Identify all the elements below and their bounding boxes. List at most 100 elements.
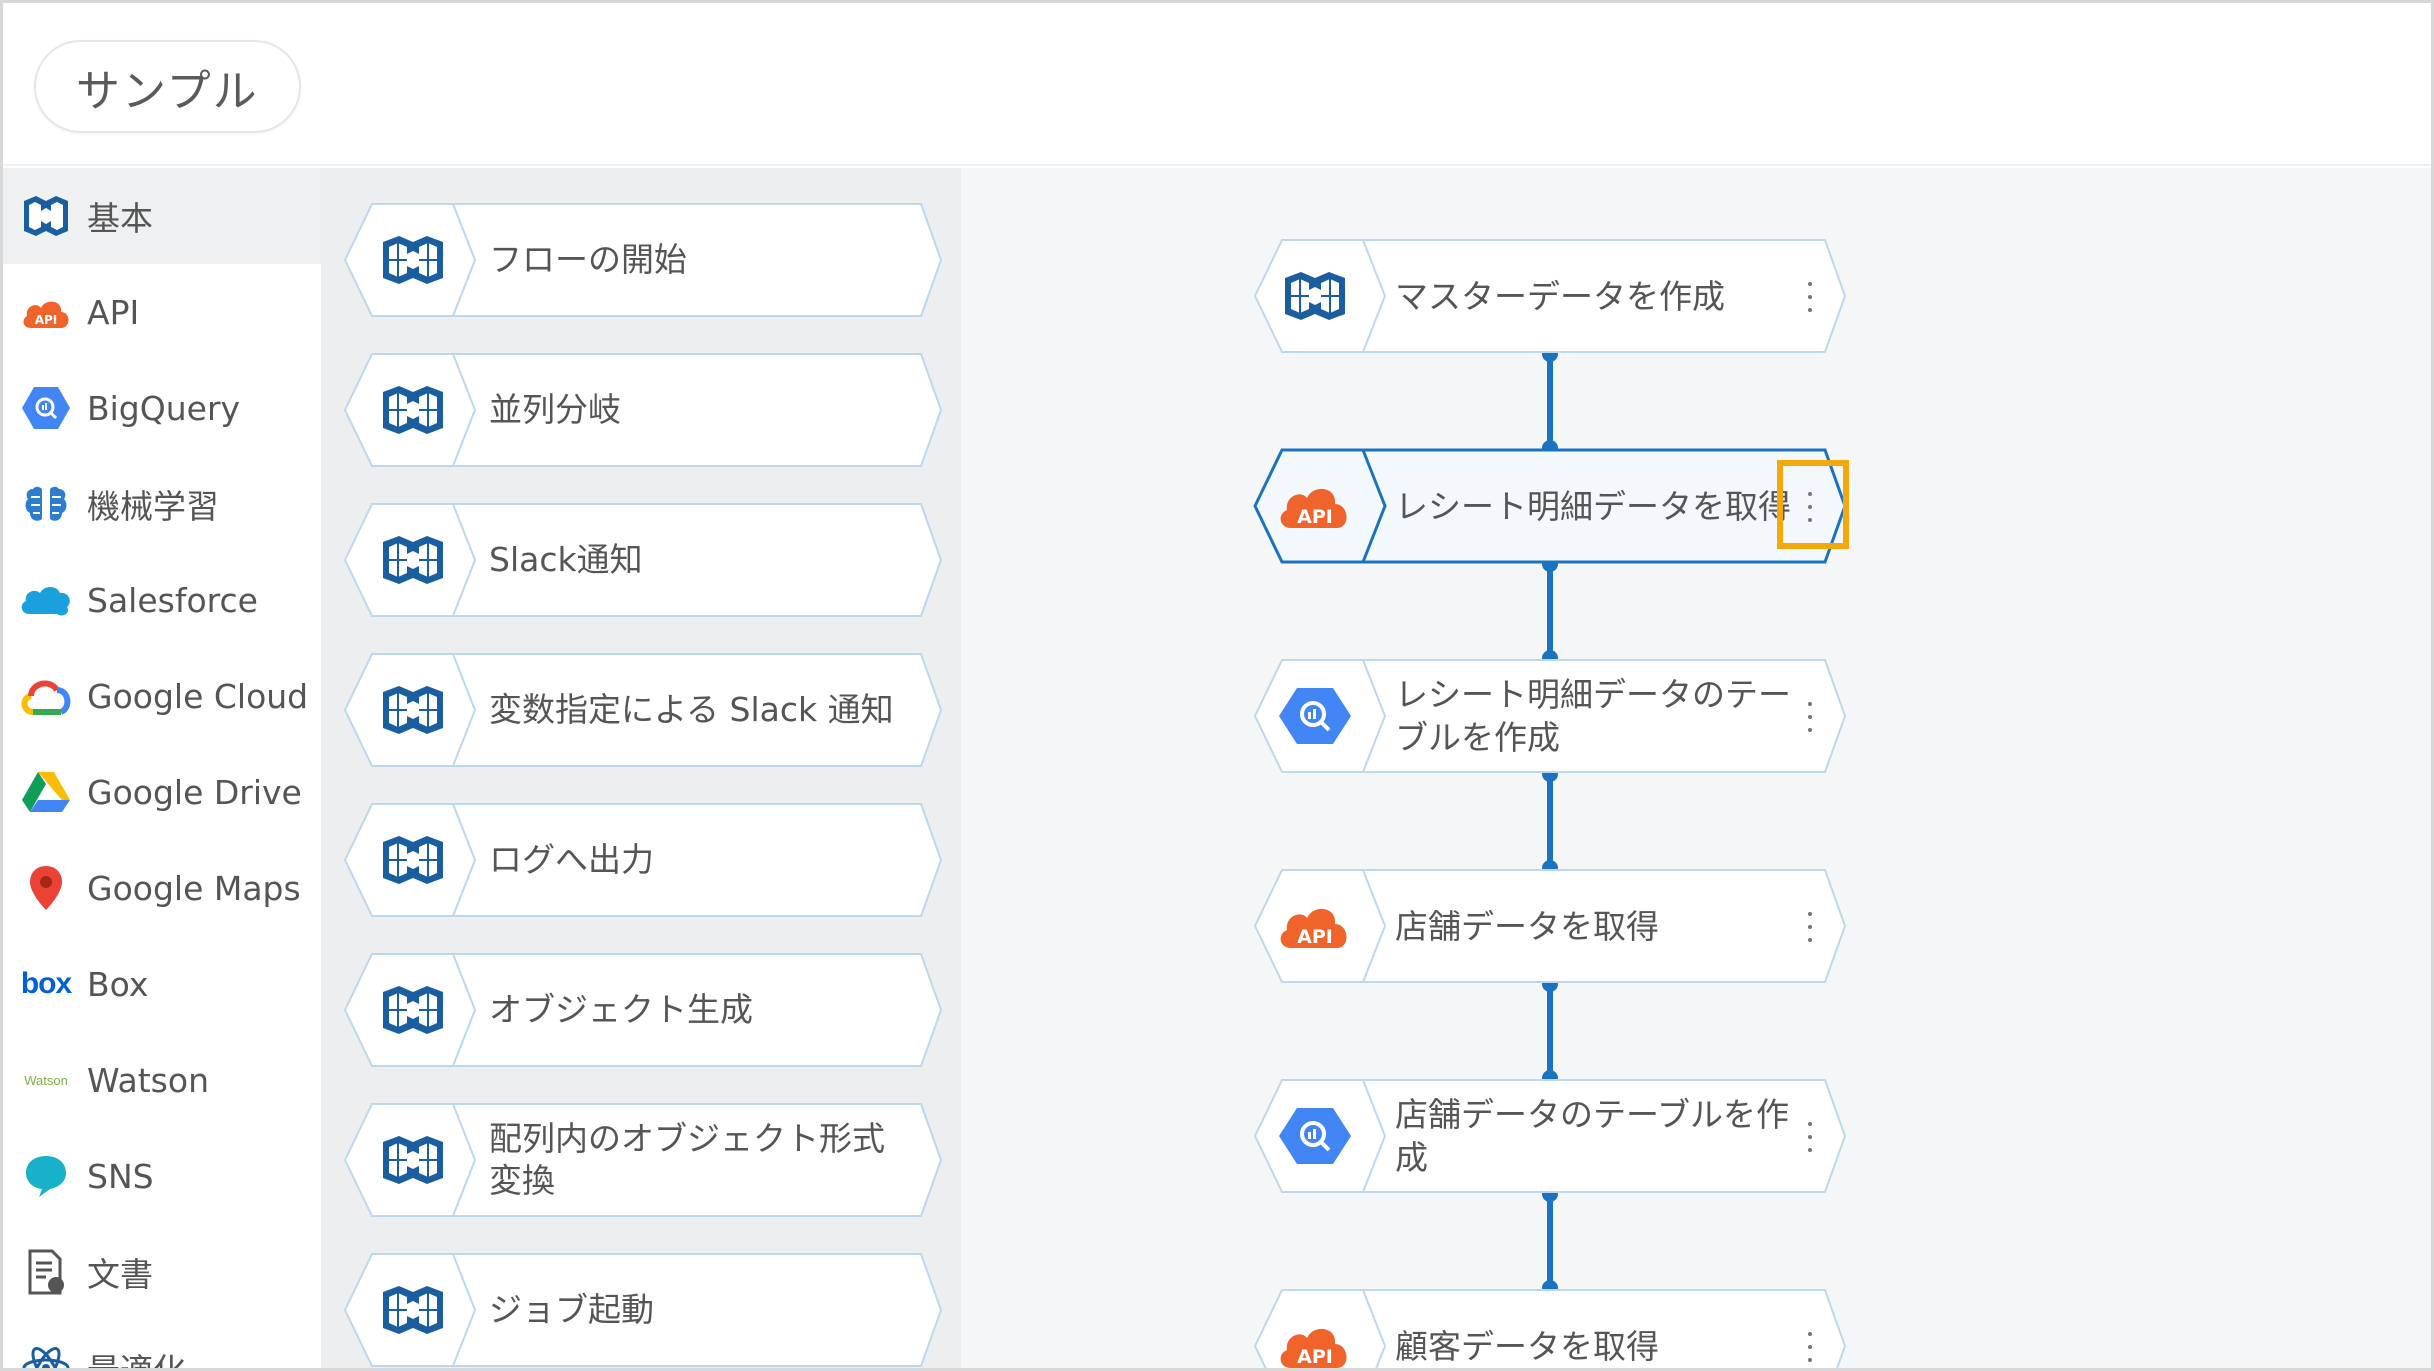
svg-text:API: API (35, 313, 58, 327)
flow-canvas[interactable]: マスターデータを作成 API レシート明細データを取得レシート明細データのテーブルを… (961, 168, 2431, 1368)
sidebar-item-label: Google Maps (87, 868, 301, 908)
sidebar-item-label: Watson (87, 1060, 209, 1100)
sidebar-item-label: API (87, 292, 140, 332)
sidebar-item-bigquery[interactable]: BigQuery (3, 360, 321, 456)
kebab-menu-icon[interactable] (1803, 1332, 1817, 1362)
header: サンプル (3, 3, 2431, 166)
block-palette: フローの開始並列分岐 Slack通知変数指定による Slack 通知ログへ出力オブ… (321, 168, 961, 1368)
flow-node-label: レシート明細データを取得 (1395, 486, 1791, 526)
sidebar-item-box[interactable]: box Box (3, 936, 321, 1032)
palette-block[interactable]: 配列内のオブジェクト形式変換 (343, 1102, 943, 1218)
chat-bubble-icon (18, 1148, 74, 1204)
flow-node[interactable]: 店舗データのテーブルを作成 (1253, 1078, 1847, 1194)
sidebar-item-label: Salesforce (87, 580, 258, 620)
palette-block-label: 変数指定による Slack 通知 (489, 690, 894, 729)
kebab-menu-icon[interactable] (1803, 912, 1817, 942)
flow-node[interactable]: API 店舗データを取得 (1253, 868, 1847, 984)
bigquery-icon (18, 380, 74, 436)
map-pin-icon (18, 860, 74, 916)
watson-logo-icon: Watson (24, 1072, 68, 1088)
flow-node-label: 顧客データを取得 (1395, 1326, 1659, 1366)
palette-block-label: フローの開始 (489, 240, 687, 279)
flow-connector (1547, 564, 1553, 658)
sidebar-item-label: 最適化 (87, 1344, 186, 1368)
sidebar-item-label: SNS (87, 1156, 154, 1196)
google-drive-icon (18, 764, 74, 820)
flow-connector (1547, 354, 1553, 448)
cube-icon (18, 188, 74, 244)
sidebar-item-google-cloud[interactable]: Google Cloud (3, 648, 321, 744)
cube-icon (1273, 266, 1357, 326)
google-cloud-icon (18, 668, 74, 724)
palette-block-label: ジョブ起動 (489, 1290, 654, 1329)
cube-icon (377, 682, 449, 738)
atom-icon (18, 1340, 74, 1368)
sidebar-item-label: 機械学習 (87, 487, 219, 526)
flow-node[interactable]: レシート明細データのテーブルを作成 (1253, 658, 1847, 774)
palette-block[interactable]: 並列分岐 (343, 352, 943, 468)
flow-title[interactable]: サンプル (34, 40, 301, 133)
flow-connector (1547, 984, 1553, 1078)
svg-text:API: API (1297, 926, 1333, 948)
bigquery-icon (1273, 1106, 1357, 1166)
cube-icon (377, 232, 449, 288)
box-logo-icon: box (20, 967, 72, 1000)
palette-block[interactable]: フローの開始 (343, 202, 943, 318)
salesforce-cloud-icon (18, 572, 74, 628)
palette-block[interactable]: ログへ出力 (343, 802, 943, 918)
palette-block-label: オブジェクト生成 (489, 990, 753, 1029)
sidebar-item-label: BigQuery (87, 388, 241, 428)
sidebar-item-api[interactable]: API API (3, 264, 321, 360)
sidebar-item-machine-learning[interactable]: 機械学習 (3, 456, 321, 552)
sidebar-item-label: Box (87, 964, 149, 1004)
cube-icon (377, 532, 449, 588)
sidebar-item-salesforce[interactable]: Salesforce (3, 552, 321, 648)
flow-node-selected[interactable]: API レシート明細データを取得 (1253, 448, 1847, 564)
sidebar-item-sns[interactable]: SNS (3, 1128, 321, 1224)
sidebar-item-label: 文書 (87, 1255, 153, 1294)
flow-node-label: 店舗データのテーブルを作成 (1395, 1095, 1790, 1177)
palette-block-label: 並列分岐 (489, 390, 621, 429)
kebab-menu-icon[interactable] (1803, 282, 1817, 312)
api-cloud-icon: API (1273, 476, 1357, 536)
sidebar-item-basic[interactable]: 基本 (3, 168, 321, 264)
brain-icon (18, 476, 74, 532)
flow-node[interactable]: API 顧客データを取得 (1253, 1288, 1847, 1368)
bigquery-icon (1273, 686, 1357, 746)
kebab-menu-icon[interactable] (1803, 492, 1817, 522)
cube-icon (377, 1282, 449, 1338)
svg-text:API: API (1297, 1346, 1333, 1368)
svg-text:API: API (1297, 506, 1333, 528)
cube-icon (377, 982, 449, 1038)
palette-block[interactable]: Slack通知 (343, 502, 943, 618)
palette-block-label: Slack通知 (489, 540, 643, 579)
category-sidebar: 基本 API API BigQuery 機械学習 Salesforce Goog… (3, 168, 321, 1368)
palette-block[interactable]: オブジェクト生成 (343, 952, 943, 1068)
cube-icon (377, 1132, 449, 1188)
kebab-menu-icon[interactable] (1803, 1122, 1817, 1152)
sidebar-item-google-drive[interactable]: Google Drive (3, 744, 321, 840)
api-cloud-icon: API (1273, 896, 1357, 956)
document-icon (18, 1244, 74, 1300)
kebab-menu-icon[interactable] (1803, 702, 1817, 732)
palette-block[interactable]: ジョブ起動 (343, 1252, 943, 1368)
palette-block-label: 配列内のオブジェクト形式変換 (489, 1119, 885, 1200)
cube-icon (377, 382, 449, 438)
flow-node[interactable]: マスターデータを作成 (1253, 238, 1847, 354)
flow-connector (1547, 1194, 1553, 1288)
sidebar-item-label: Google Drive (87, 772, 302, 812)
flow-connector (1547, 774, 1553, 868)
sidebar-item-document[interactable]: 文書 (3, 1224, 321, 1320)
sidebar-item-watson[interactable]: Watson Watson (3, 1032, 321, 1128)
sidebar-item-label: 基本 (87, 199, 153, 238)
cube-icon (377, 832, 449, 888)
sidebar-item-google-maps[interactable]: Google Maps (3, 840, 321, 936)
flow-node-label: マスターデータを作成 (1395, 276, 1725, 316)
api-cloud-icon: API (18, 284, 74, 340)
flow-node-label: 店舗データを取得 (1395, 906, 1659, 946)
highlight-box (1777, 460, 1849, 549)
sidebar-item-label: Google Cloud (87, 676, 309, 716)
palette-block[interactable]: 変数指定による Slack 通知 (343, 652, 943, 768)
sidebar-item-optimization[interactable]: 最適化 (3, 1320, 321, 1368)
